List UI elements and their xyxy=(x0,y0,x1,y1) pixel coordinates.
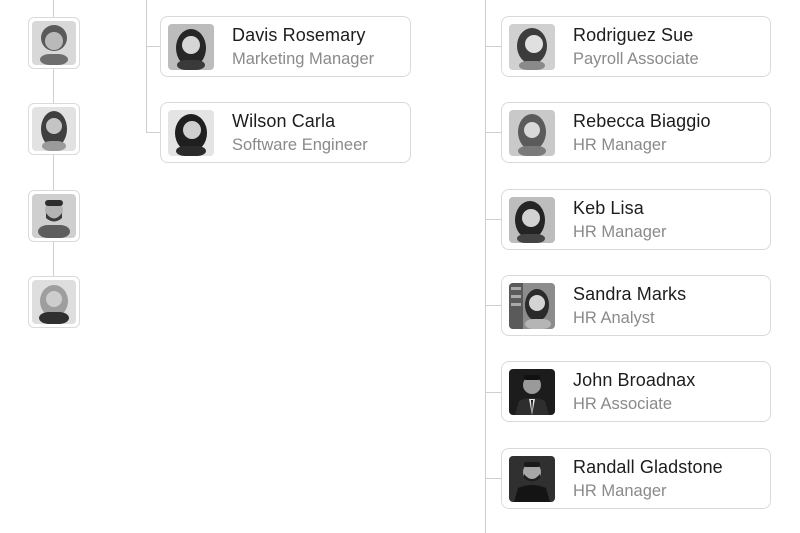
middle-branch-1 xyxy=(146,46,160,47)
employee-card[interactable]: Rodriguez Sue Payroll Associate xyxy=(501,16,771,77)
right-branch-5 xyxy=(485,392,501,393)
right-column-connector xyxy=(485,0,486,533)
avatar-woman-long-hair-icon xyxy=(32,107,76,151)
right-branch-2 xyxy=(485,132,501,133)
employee-role: Payroll Associate xyxy=(573,49,699,68)
employee-role: HR Manager xyxy=(573,135,667,154)
employee-name: Rebecca Biaggio xyxy=(573,110,711,131)
employee-photo-icon xyxy=(509,455,555,502)
avatar-node-1[interactable] xyxy=(28,17,80,69)
avatar-woman-blonde-icon xyxy=(32,280,76,324)
employee-card[interactable]: Randall Gladstone HR Manager xyxy=(501,448,771,509)
avatar-node-3[interactable] xyxy=(28,190,80,242)
avatar-node-2[interactable] xyxy=(28,103,80,155)
employee-photo-icon xyxy=(168,23,214,70)
avatar-man-beard-icon xyxy=(32,194,76,238)
employee-role: Marketing Manager xyxy=(232,49,375,68)
right-branch-1 xyxy=(485,46,501,47)
employee-card[interactable]: Keb Lisa HR Manager xyxy=(501,189,771,250)
middle-column-connector xyxy=(146,0,147,132)
avatar-woman-curly-hair-icon xyxy=(32,21,76,65)
employee-role: HR Manager xyxy=(573,222,667,241)
middle-branch-2 xyxy=(146,132,160,133)
employee-name: Davis Rosemary xyxy=(232,24,366,45)
employee-role: HR Analyst xyxy=(573,308,655,327)
employee-card[interactable]: Davis Rosemary Marketing Manager xyxy=(160,16,411,77)
employee-name: Rodriguez Sue xyxy=(573,24,694,45)
right-branch-6 xyxy=(485,478,501,479)
employee-photo-icon xyxy=(509,109,555,156)
employee-role: Software Engineer xyxy=(232,135,368,154)
avatar-node-4[interactable] xyxy=(28,276,80,328)
employee-name: Randall Gladstone xyxy=(573,456,723,477)
employee-role: HR Associate xyxy=(573,394,673,413)
employee-card[interactable]: Rebecca Biaggio HR Manager xyxy=(501,102,771,163)
employee-card[interactable]: John Broadnax HR Associate xyxy=(501,361,771,422)
employee-photo-icon xyxy=(509,196,555,243)
employee-name: John Broadnax xyxy=(573,369,696,390)
right-branch-3 xyxy=(485,219,501,220)
employee-card[interactable]: Wilson Carla Software Engineer xyxy=(160,102,411,163)
employee-photo-icon xyxy=(509,23,555,70)
employee-name: Keb Lisa xyxy=(573,197,644,218)
employee-photo-icon xyxy=(509,368,555,415)
employee-role: HR Manager xyxy=(573,481,667,500)
employee-card[interactable]: Sandra Marks HR Analyst xyxy=(501,275,771,336)
employee-photo-icon xyxy=(168,109,214,156)
employee-name: Sandra Marks xyxy=(573,283,687,304)
right-branch-4 xyxy=(485,305,501,306)
employee-photo-icon xyxy=(509,282,555,329)
employee-name: Wilson Carla xyxy=(232,110,336,131)
